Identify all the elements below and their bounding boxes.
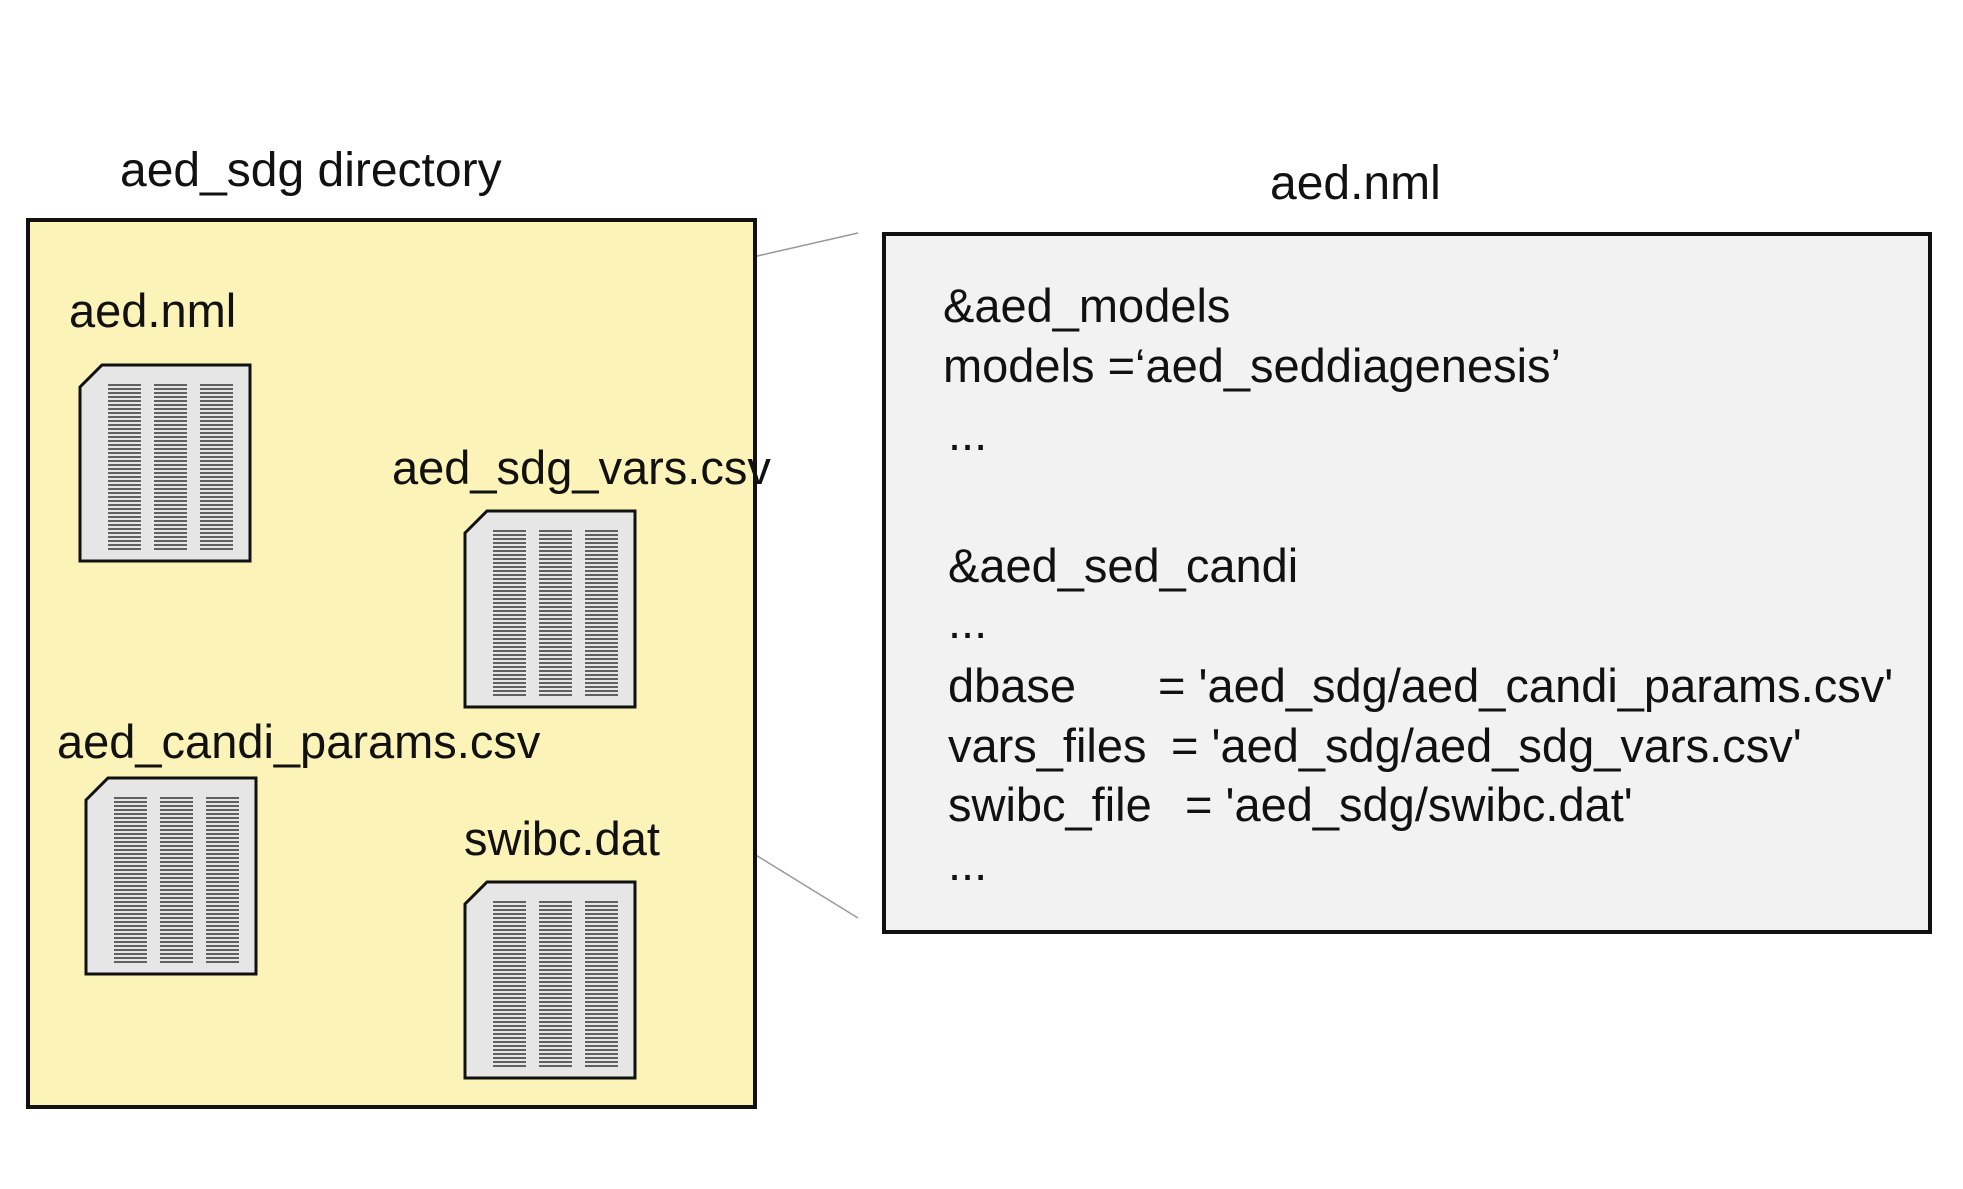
document-icon (463, 509, 637, 709)
directory-title: aed_sdg directory (120, 144, 502, 197)
nml-panel-title: aed.nml (1270, 157, 1441, 210)
nml-line-ellipsis-2: ... (948, 595, 988, 648)
nml-line-aed-models: &aed_models (943, 279, 1231, 332)
nml-line-vars-files: vars_files= 'aed_sdg/aed_sdg_vars.csv' (948, 719, 1802, 772)
document-icon (78, 363, 252, 563)
file-icon-aed-candi-params[interactable] (84, 776, 258, 976)
file-icon-aed-nml[interactable] (78, 363, 252, 563)
file-label-aed-candi-params: aed_candi_params.csv (57, 715, 541, 768)
nml-line-aed-sed-candi: &aed_sed_candi (948, 539, 1299, 592)
nml-line-models: models = ‘aed_seddiagenesis’ (943, 339, 1561, 392)
document-icon (84, 776, 258, 976)
nml-line-ellipsis-3: ... (948, 837, 988, 890)
file-label-aed-sdg-vars: aed_sdg_vars.csv (392, 441, 771, 494)
file-icon-aed-sdg-vars[interactable] (463, 509, 637, 709)
nml-line-swibc-file: swibc_file= 'aed_sdg/swibc.dat' (948, 778, 1633, 831)
nml-line-ellipsis-1: ... (948, 407, 988, 460)
file-label-aed-nml: aed.nml (69, 284, 237, 337)
nml-content-panel: &aed_models models = ‘aed_seddiagenesis’… (882, 232, 1932, 934)
file-icon-swibc[interactable] (463, 880, 637, 1080)
nml-line-dbase: dbase= 'aed_sdg/aed_candi_params.csv' (948, 659, 1894, 712)
file-label-swibc: swibc.dat (464, 812, 660, 865)
document-icon (463, 880, 637, 1080)
